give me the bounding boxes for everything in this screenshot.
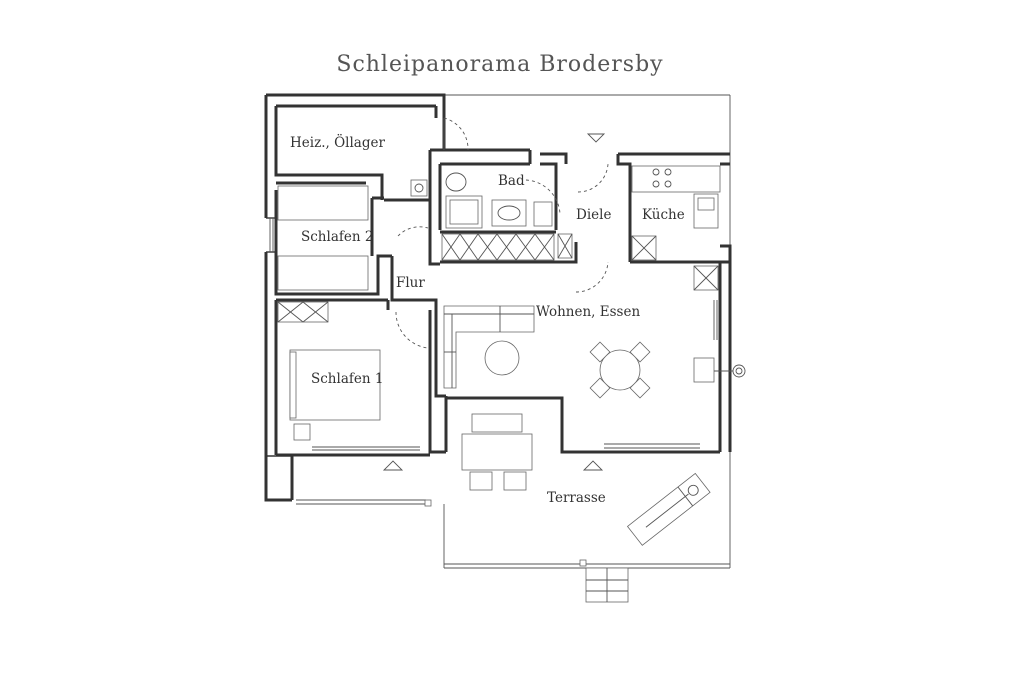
room-label-terrasse: Terrasse (547, 490, 606, 506)
room-label-schlafen-2: Schlafen 2 (301, 229, 373, 245)
plan-title: Schleipanorama Brodersby (336, 52, 664, 77)
room-label-schlafen-1: Schlafen 1 (311, 371, 383, 387)
doors (395, 117, 609, 349)
entrance-markers (382, 133, 606, 471)
room-label-wohnen-essen: Wohnen, Essen (536, 304, 640, 320)
room-label-kueche: Küche (642, 207, 685, 223)
room-label-flur: Flur (396, 275, 425, 291)
room-label-diele: Diele (576, 207, 611, 223)
furniture (277, 165, 746, 603)
room-label-heizung: Heiz., Öllager (290, 134, 385, 151)
room-labels: Heiz., Öllager Bad Diele Küche Schlafen … (290, 134, 685, 506)
walls (264, 93, 732, 502)
room-label-bad: Bad (498, 173, 525, 189)
